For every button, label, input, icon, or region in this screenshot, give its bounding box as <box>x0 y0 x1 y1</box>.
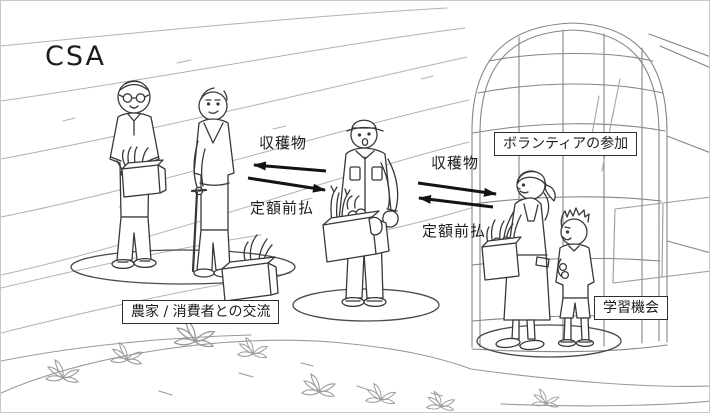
prepayment-label-right: 定額前払 <box>422 222 487 240</box>
child-figure <box>555 207 595 348</box>
volunteer-participation-callout: ボランティアの参加 <box>494 132 638 157</box>
flow-arrows <box>247 161 497 209</box>
prepayment-arrow-to-farmer-left <box>247 176 326 193</box>
farmer-consumer-exchange-callout: 農家 / 消費者との交流 <box>122 300 280 325</box>
volunteer-ground-circle <box>476 324 622 358</box>
elderly-consumer-figure <box>190 87 235 278</box>
consumer-ground-circle <box>70 249 296 285</box>
prepayment-label-left: 定額前払 <box>250 199 315 217</box>
farmer-figure <box>322 119 399 308</box>
consumer-with-glasses-figure <box>109 80 167 270</box>
prepayment-arrow-to-farmer-right <box>418 194 494 209</box>
greenhouse-bench <box>612 196 709 284</box>
harvest-arrow-to-volunteers <box>417 181 497 197</box>
harvest-label-left: 収穫物 <box>259 134 308 152</box>
learning-opportunity-callout: 学習機会 <box>594 296 668 321</box>
harvest-arrow-to-consumers <box>253 161 327 173</box>
vegetable-box-on-ground <box>221 234 279 302</box>
volunteer-woman-figure <box>481 170 556 351</box>
diagram-title: CSA <box>45 41 106 72</box>
seedling-sprouts <box>45 319 560 411</box>
harvest-label-right: 収穫物 <box>431 154 480 172</box>
